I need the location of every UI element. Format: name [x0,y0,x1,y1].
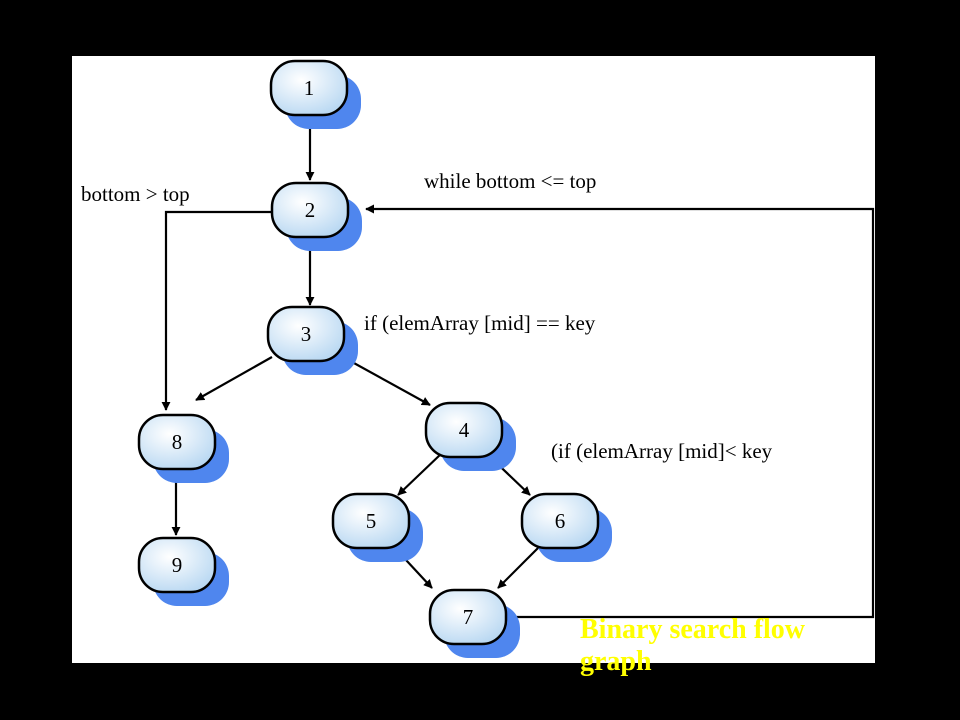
node-8-body [137,413,217,471]
edge-3-to-4 [342,356,431,406]
node-9-body [137,536,217,594]
node-1: 1 [269,59,361,129]
equal-check-label: if (elemArray [mid] == key [364,311,596,335]
node-5-body [331,492,411,550]
node-3-body [266,305,346,363]
node-6-body [520,492,600,550]
node-7-body [428,588,508,646]
nodes-layer: 1 2 3 4 5 6 7 8 9 [137,59,612,658]
node-1-body [269,59,349,117]
less-check-label: (if (elemArray [mid]< key [551,439,773,463]
edge-3-to-8 [195,356,273,401]
node-3-label: 3 [301,322,312,346]
node-7: 7 [428,588,520,658]
node-5-label: 5 [366,509,377,533]
edge-6-to-7 [497,545,541,589]
edge-4-to-5 [397,452,443,496]
node-2-body [270,181,350,239]
node-6-label: 6 [555,509,566,533]
exit-condition-label: bottom > top [81,182,190,206]
node-7-label: 7 [463,605,474,629]
node-2-label: 2 [305,198,316,222]
node-9: 9 [137,536,229,606]
node-6: 6 [520,492,612,562]
node-2: 2 [270,181,362,251]
node-9-label: 9 [172,553,183,577]
node-5: 5 [331,492,423,562]
node-4: 4 [424,401,516,471]
node-8: 8 [137,413,229,483]
loop-condition-label: while bottom <= top [424,169,596,193]
node-4-label: 4 [459,418,470,442]
node-4-body [424,401,504,459]
caption: Binary search flow graph [580,614,806,677]
edge-7-to-2 [365,204,875,619]
edge-2-to-8 [161,210,272,411]
node-3: 3 [266,305,358,375]
node-1-label: 1 [304,76,315,100]
node-8-label: 8 [172,430,183,454]
